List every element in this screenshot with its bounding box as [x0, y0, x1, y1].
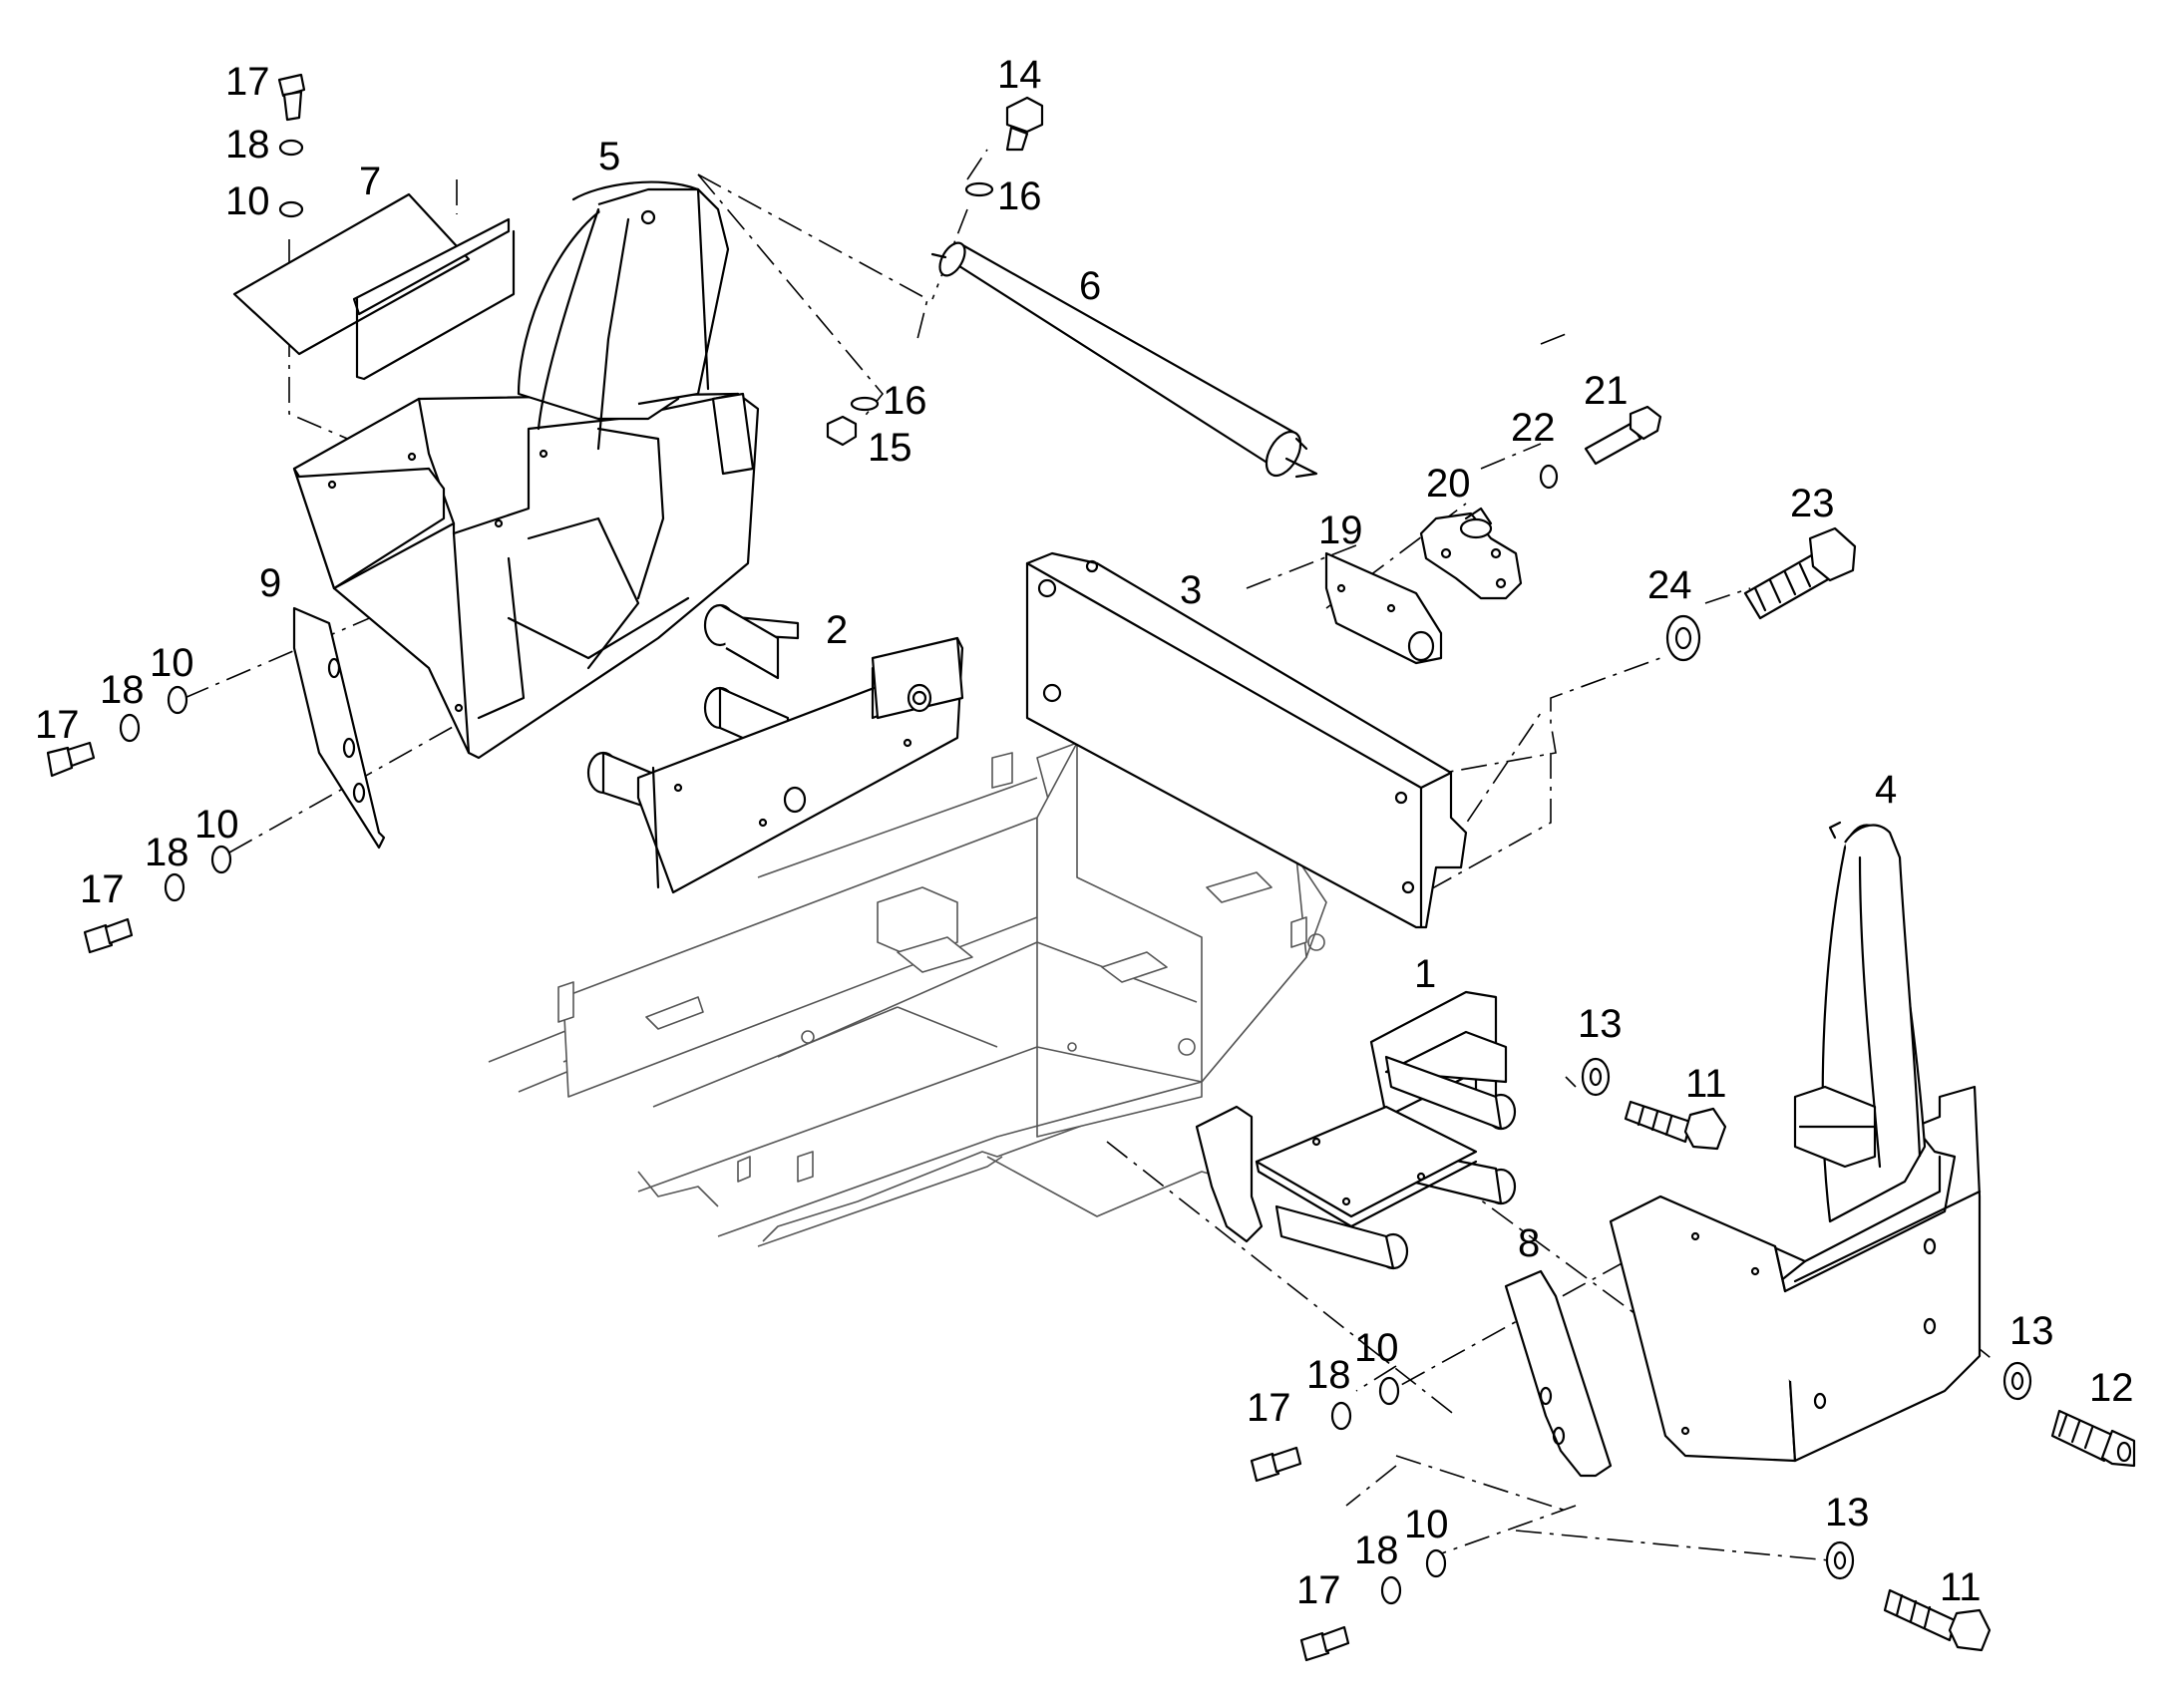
part-24-washer [1665, 614, 1701, 662]
part-4-step-box-right [1609, 821, 1982, 1463]
callout-18-right-2: 18 [1354, 1529, 1399, 1572]
callout-17-left-2: 17 [80, 867, 125, 911]
callout-13-right: 13 [2009, 1309, 2054, 1353]
part-13-washer-right [2002, 1361, 2032, 1401]
main-frame [488, 742, 1327, 1247]
part-5-step-box-left [292, 180, 760, 760]
part-11-bolt-upper [1624, 1100, 1727, 1151]
part-10-washer-left-2 [210, 845, 232, 874]
callout-17-right-2: 17 [1296, 1568, 1341, 1612]
part-17-bolt-top [277, 73, 306, 122]
part-20-coupling-plate [1419, 507, 1523, 600]
part-10-washer-top [278, 200, 304, 218]
callout-11-lower: 11 [1940, 1565, 1982, 1609]
part-11-bolt-lower [1883, 1588, 1992, 1652]
callout-1: 1 [1414, 952, 1436, 996]
part-16-washer-lower [850, 396, 880, 412]
part-12-socket-bolt [2050, 1409, 2136, 1468]
callout-10-top: 10 [225, 179, 270, 223]
callout-13-lower: 13 [1825, 1491, 1870, 1535]
part-21-bolt [1584, 405, 1662, 466]
callout-12: 12 [2089, 1366, 2134, 1410]
callout-10-left-1: 10 [150, 641, 194, 685]
callout-13-upper: 13 [1578, 1002, 1623, 1046]
callout-9: 9 [259, 561, 281, 605]
part-10-washer-right-2 [1425, 1548, 1447, 1578]
part-3-rear-plate [1025, 551, 1468, 929]
callout-23: 23 [1790, 482, 1835, 525]
callout-11-upper: 11 [1685, 1062, 1727, 1106]
callout-22: 22 [1511, 406, 1556, 450]
callout-10-right-2: 10 [1404, 1503, 1449, 1546]
callout-8: 8 [1518, 1221, 1540, 1265]
part-17-bolt-left-2 [83, 917, 134, 954]
part-18-washer-left-1 [119, 713, 141, 743]
callout-6: 6 [1079, 264, 1101, 308]
callout-4: 4 [1875, 768, 1897, 812]
callout-14: 14 [997, 53, 1042, 97]
callout-labels: 1 2 3 4 5 6 7 8 9 17 18 10 17 18 10 17 1… [35, 53, 2134, 1612]
part-13-washer-lower [1825, 1540, 1855, 1580]
callout-17-top: 17 [225, 60, 270, 104]
part-9-side-plate-left [292, 606, 386, 850]
callout-19: 19 [1318, 509, 1363, 552]
part-7-cover-plate [232, 192, 516, 381]
callout-16-upper: 16 [997, 174, 1042, 218]
part-18-washer-right-1 [1330, 1401, 1352, 1431]
callout-15: 15 [868, 426, 912, 470]
part-18-washer-left-2 [164, 872, 185, 902]
callout-17-right-1: 17 [1247, 1386, 1291, 1430]
callout-20: 20 [1426, 462, 1471, 506]
part-2-rail [586, 603, 964, 894]
callout-2: 2 [826, 608, 848, 652]
part-18-washer-right-2 [1380, 1575, 1402, 1605]
part-6-shaft [930, 241, 1318, 479]
callout-3: 3 [1180, 568, 1202, 612]
callout-10-right-1: 10 [1354, 1326, 1399, 1370]
callout-10-left-2: 10 [194, 803, 239, 847]
part-15-nut [826, 415, 858, 447]
callout-21: 21 [1584, 369, 1629, 413]
part-13-washer-upper [1581, 1057, 1611, 1097]
callout-18-top: 18 [225, 123, 270, 167]
callout-24: 24 [1647, 563, 1692, 607]
part-16-washer-upper [964, 181, 994, 197]
part-10-washer-left-1 [167, 685, 188, 715]
part-10-washer-right-1 [1378, 1376, 1400, 1406]
callout-7: 7 [359, 160, 381, 203]
callout-18-left-2: 18 [145, 831, 189, 874]
part-22-washer [1539, 464, 1559, 490]
part-14-bolt [1005, 96, 1044, 152]
part-23-bolt [1743, 526, 1857, 620]
part-17-bolt-right-1 [1250, 1446, 1302, 1483]
part-19-bracket [1324, 551, 1443, 665]
part-18-washer-top [278, 139, 304, 157]
callout-17-left-1: 17 [35, 703, 80, 747]
callout-16-lower: 16 [883, 379, 927, 423]
callout-18-left-1: 18 [100, 668, 145, 712]
part-1-mounting-frame [1195, 990, 1517, 1270]
part-8-side-plate-right [1504, 1269, 1613, 1478]
callout-5: 5 [598, 135, 620, 178]
part-17-bolt-right-2 [1299, 1625, 1350, 1662]
part-17-bolt-left-1 [46, 741, 96, 778]
callout-18-right-1: 18 [1306, 1353, 1351, 1397]
